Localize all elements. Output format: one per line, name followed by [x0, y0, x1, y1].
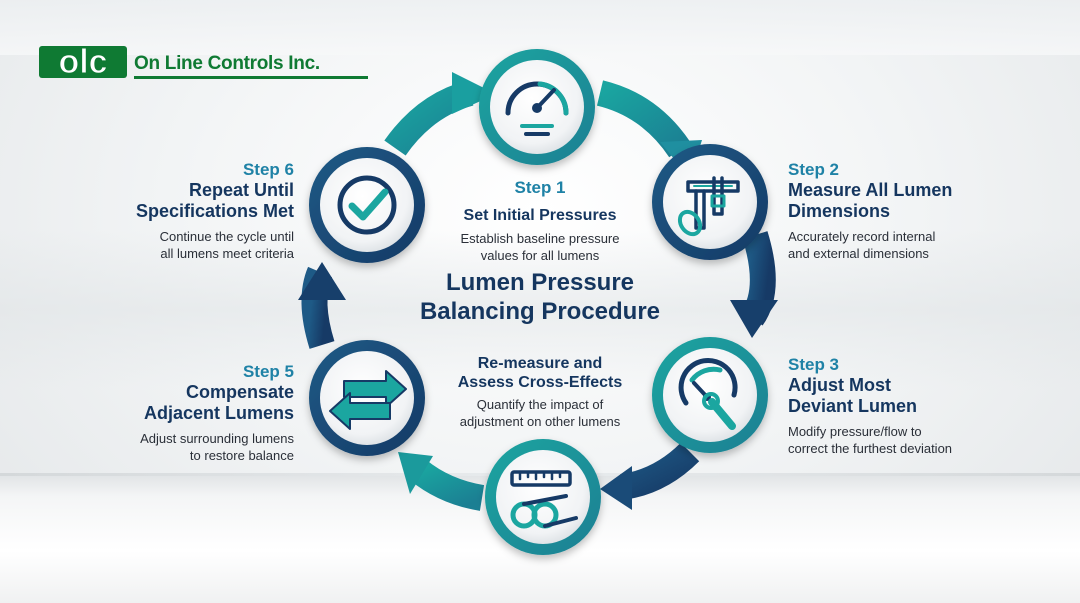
ruler-tubes-icon	[510, 470, 578, 529]
step-2-title-line1: Measure All Lumen	[788, 180, 953, 200]
diagram-title-line1: Lumen Pressure	[445, 269, 635, 296]
step-4-desc-line1: Quantify the impact of	[476, 397, 604, 412]
step-6-desc-line2: all lumens meet criteria	[160, 246, 294, 261]
step-3-desc-line2: correct the furthest deviation	[788, 441, 953, 456]
step-5-title-line2: Adjacent Lumens	[143, 403, 294, 423]
step-2-title-line2: Dimensions	[788, 201, 891, 221]
step-2-desc-line2: and external dimensions	[788, 246, 929, 261]
node-step2	[652, 144, 768, 260]
step-3-description: Modify pressure/flow to correct the furt…	[788, 423, 1058, 457]
step-2-number: Step 2	[788, 160, 840, 179]
arrow-head-5	[298, 262, 346, 300]
step-3-number: Step 3	[788, 355, 840, 374]
step-5-title: Compensate Adjacent Lumens	[60, 382, 294, 424]
gauge-wrench-icon	[678, 357, 738, 430]
step-4-desc-line2: adjustment on other lumens	[459, 414, 621, 429]
step-6-title-line1: Repeat Until	[188, 180, 294, 200]
company-logo: olc On Line Controls Inc.	[38, 40, 368, 84]
arrow-step1-to-step2	[596, 80, 691, 158]
step-3-desc-line1: Modify pressure/flow to	[788, 424, 922, 439]
step-6-title: Repeat Until Specifications Met	[60, 180, 294, 222]
step-1-label: Step 1 Set Initial Pressures Establish b…	[420, 178, 660, 264]
step-2-title: Measure All Lumen Dimensions	[788, 180, 1048, 222]
checkmark-icon	[337, 175, 397, 235]
step-4-title: Re-measure and Assess Cross-Effects	[410, 354, 670, 392]
logo-underline	[134, 76, 368, 79]
step-1-desc-line2: values for all lumens	[480, 248, 600, 263]
step-5-title-line1: Compensate	[185, 382, 294, 402]
step-3-title-line2: Deviant Lumen	[788, 396, 918, 416]
exchange-arrows-icon	[329, 370, 407, 430]
step-3-title-line1: Adjust Most	[788, 375, 891, 395]
step-4-label: Re-measure and Assess Cross-Effects Quan…	[410, 354, 670, 430]
pressure-gauge-icon	[505, 81, 569, 136]
step-1-desc-line1: Establish baseline pressure	[460, 231, 620, 246]
step-3-title: Adjust Most Deviant Lumen	[788, 375, 1058, 417]
diagram-title-line2: Balancing Procedure	[419, 298, 661, 325]
step-5-desc-line2: to restore balance	[189, 448, 294, 463]
step-1-number: Step 1	[514, 178, 566, 197]
step-4-description: Quantify the impact of adjustment on oth…	[410, 396, 670, 430]
olc-logo-mark: olc	[39, 43, 127, 80]
cycle-arrows	[298, 72, 778, 511]
step-6-number: Step 6	[242, 160, 294, 179]
step-6-desc-line1: Continue the cycle until	[159, 229, 294, 244]
step-1-title: Set Initial Pressures	[463, 207, 617, 224]
arrow-head-6	[452, 72, 496, 114]
step-4-title-line1: Re-measure and	[477, 355, 603, 372]
step-6-description: Continue the cycle until all lumens meet…	[60, 228, 294, 262]
arrow-head-2	[730, 300, 778, 338]
step-5-description: Adjust surrounding lumens to restore bal…	[60, 430, 294, 464]
step-5-desc-line1: Adjust surrounding lumens	[140, 431, 294, 446]
company-name: On Line Controls Inc.	[134, 53, 320, 74]
step-5-number: Step 5	[242, 362, 294, 381]
step-3-label: Step 3 Adjust Most Deviant Lumen Modify …	[788, 355, 1058, 457]
arrow-head-4	[398, 452, 433, 494]
caliper-icon	[677, 176, 740, 237]
arrow-head-3	[600, 466, 632, 510]
arrow-step3-to-step4	[619, 442, 700, 500]
step-1-description: Establish baseline pressure values for a…	[420, 230, 660, 264]
step-2-label: Step 2 Measure All Lumen Dimensions Accu…	[788, 160, 1048, 262]
step-6-title-line2: Specifications Met	[135, 201, 294, 221]
step-2-desc-line1: Accurately record internal	[788, 229, 936, 244]
step-4-title-line2: Assess Cross-Effects	[457, 374, 623, 391]
node-step4	[485, 439, 601, 555]
step-6-label: Step 6 Repeat Until Specifications Met C…	[60, 160, 294, 262]
arrow-step4-to-step5	[409, 459, 485, 511]
logo-mark-text: olc	[58, 43, 107, 80]
step-5-label: Step 5 Compensate Adjacent Lumens Adjust…	[60, 362, 294, 464]
node-step6	[309, 147, 425, 263]
step-2-description: Accurately record internal and external …	[788, 228, 1048, 262]
diagram-title: Lumen Pressure Balancing Procedure	[380, 268, 700, 326]
